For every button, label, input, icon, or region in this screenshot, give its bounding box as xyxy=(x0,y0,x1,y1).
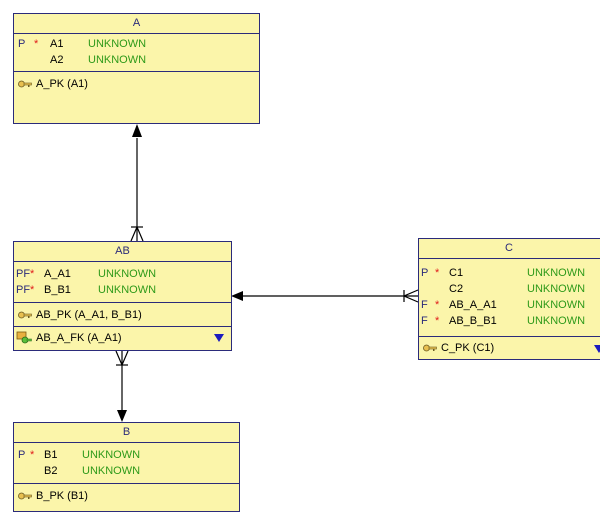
primary-key-row[interactable]: A_PK (A1) xyxy=(14,76,259,92)
column-row[interactable]: F * AB_B_B1 UNKNOWN xyxy=(419,313,600,329)
column-flag: P xyxy=(18,449,26,461)
column-type: UNKNOWN xyxy=(82,465,141,477)
column-type: UNKNOWN xyxy=(88,54,147,66)
arrowhead-to-b xyxy=(117,410,127,422)
primary-key-row[interactable]: AB_PK (A_A1, B_B1) xyxy=(14,307,231,323)
primary-key-label: AB_PK (A_A1, B_B1) xyxy=(36,309,142,321)
entity-b[interactable]: B P * B1 UNKNOWN B2 UNKNOWN B_PK (B1) xyxy=(13,422,240,512)
column-type: UNKNOWN xyxy=(527,267,586,279)
column-flag: F xyxy=(421,315,428,327)
column-name: C2 xyxy=(449,283,464,295)
keys-section: AB_PK (A_A1, B_B1) xyxy=(14,303,231,327)
column-row[interactable]: F * AB_A_A1 UNKNOWN xyxy=(419,297,600,313)
columns-section: P * C1 UNKNOWN C2 UNKNOWN F * AB_A_A1 UN… xyxy=(419,259,600,337)
column-row[interactable]: B2 UNKNOWN xyxy=(14,463,239,479)
column-name: A1 xyxy=(50,38,64,50)
column-name: B2 xyxy=(44,465,58,477)
columns-section: PF * A_A1 UNKNOWN PF * B_B1 UNKNOWN xyxy=(14,262,231,303)
mandatory-star: * xyxy=(30,284,35,296)
mandatory-star: * xyxy=(30,449,35,461)
column-name: AB_A_A1 xyxy=(449,299,497,311)
foreign-key-label: AB_A_FK (A_A1) xyxy=(36,332,122,344)
mandatory-star: * xyxy=(435,299,440,311)
column-row[interactable]: PF * A_A1 UNKNOWN xyxy=(14,266,231,282)
column-name: B_B1 xyxy=(44,284,71,296)
mandatory-star: * xyxy=(435,315,440,327)
column-row[interactable]: PF * B_B1 UNKNOWN xyxy=(14,282,231,298)
primary-key-row[interactable]: C_PK (C1) xyxy=(419,340,600,356)
entity-c[interactable]: C P * C1 UNKNOWN C2 UNKNOWN F * AB_A_A1 … xyxy=(418,238,600,360)
column-name: A_A1 xyxy=(44,268,71,280)
column-flag: PF xyxy=(16,284,31,296)
foreign-key-row[interactable]: AB_A_FK (A_A1) xyxy=(14,330,231,346)
column-name: AB_B_B1 xyxy=(449,315,497,327)
column-type: UNKNOWN xyxy=(88,38,147,50)
mandatory-star: * xyxy=(30,268,35,280)
primary-key-label: B_PK (B1) xyxy=(36,490,88,502)
arrowhead-to-ab xyxy=(231,291,243,301)
entity-title: A xyxy=(14,14,259,34)
columns-section: P * A1 UNKNOWN A2 UNKNOWN xyxy=(14,34,259,72)
keys-section: C_PK (C1) xyxy=(419,337,600,356)
column-flag: P xyxy=(18,38,26,50)
column-row[interactable]: P * B1 UNKNOWN xyxy=(14,447,239,463)
key-icon xyxy=(18,80,32,88)
key-icon xyxy=(18,311,32,319)
key-icon xyxy=(423,344,437,352)
column-name: A2 xyxy=(50,54,64,66)
column-type: UNKNOWN xyxy=(98,268,157,280)
entity-ab[interactable]: AB PF * A_A1 UNKNOWN PF * B_B1 UNKNOWN A… xyxy=(13,241,232,351)
column-type: UNKNOWN xyxy=(527,299,586,311)
column-flag: PF xyxy=(16,268,31,280)
primary-key-label: A_PK (A1) xyxy=(36,78,88,90)
column-row[interactable]: P * A1 UNKNOWN xyxy=(14,36,259,52)
keys-section: B_PK (B1) xyxy=(14,484,239,504)
mandatory-star: * xyxy=(435,267,440,279)
entity-a[interactable]: A P * A1 UNKNOWN A2 UNKNOWN A_PK (A1) xyxy=(13,13,260,124)
column-row[interactable]: A2 UNKNOWN xyxy=(14,52,259,68)
dropdown-triangle-icon[interactable] xyxy=(214,334,224,342)
column-name: B1 xyxy=(44,449,58,461)
entity-title: B xyxy=(14,423,239,443)
column-flag: P xyxy=(421,267,429,279)
foreign-keys-section: AB_A_FK (A_A1) xyxy=(14,327,231,346)
primary-key-label: C_PK (C1) xyxy=(441,342,495,354)
mandatory-star: * xyxy=(34,38,39,50)
entity-title: C xyxy=(419,239,600,259)
primary-key-row[interactable]: B_PK (B1) xyxy=(14,488,239,504)
entity-title: AB xyxy=(14,242,231,262)
column-name: C1 xyxy=(449,267,464,279)
column-type: UNKNOWN xyxy=(82,449,141,461)
foreign-key-icon xyxy=(16,331,32,344)
keys-section: A_PK (A1) xyxy=(14,72,259,92)
arrowhead-to-a xyxy=(132,124,142,137)
column-row[interactable]: P * C1 UNKNOWN xyxy=(419,265,600,281)
column-flag: F xyxy=(421,299,428,311)
column-row[interactable]: C2 UNKNOWN xyxy=(419,281,600,297)
column-type: UNKNOWN xyxy=(527,315,586,327)
dropdown-triangle-icon[interactable] xyxy=(594,345,600,353)
columns-section: P * B1 UNKNOWN B2 UNKNOWN xyxy=(14,443,239,484)
key-icon xyxy=(18,492,32,500)
column-type: UNKNOWN xyxy=(527,283,586,295)
column-type: UNKNOWN xyxy=(98,284,157,296)
